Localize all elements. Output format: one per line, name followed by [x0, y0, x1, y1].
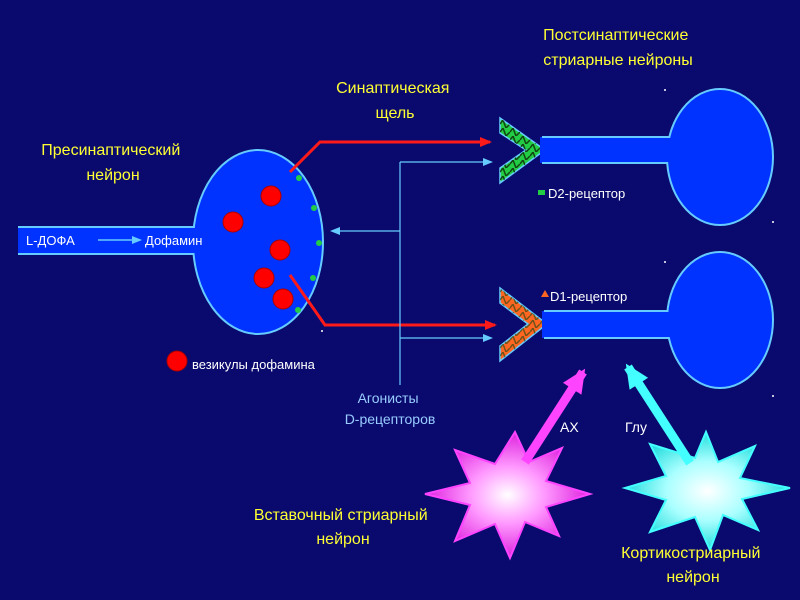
speck	[772, 221, 774, 223]
cortico-star	[621, 429, 791, 553]
cleft-title: Синаптическая щель	[336, 80, 454, 122]
presynaptic-title: Пресинаптический нейрон	[41, 142, 184, 184]
membrane-dot	[311, 205, 317, 211]
glu-label: Глу	[625, 419, 647, 435]
membrane-dot	[296, 175, 302, 181]
membrane-dot	[295, 307, 301, 313]
vesicles-label: везикулы дофамина	[192, 357, 316, 372]
interneuron-label: Вставочный стриарный нейрон	[254, 507, 432, 548]
speck	[321, 330, 323, 332]
postsynaptic-neuron-top	[499, 88, 774, 226]
postsynaptic-neuron-bottom	[499, 251, 774, 389]
glu-arrow	[624, 363, 694, 466]
vesicle	[260, 185, 282, 207]
vesicle	[269, 239, 291, 261]
d1-legend-marker	[541, 290, 549, 297]
interneuron-star	[424, 429, 594, 561]
presynaptic-neuron	[18, 149, 324, 335]
agonist-lines	[330, 158, 493, 385]
postsynaptic-soma-top	[666, 88, 774, 226]
ach-label: АХ	[560, 419, 579, 435]
membrane-dot	[310, 275, 316, 281]
vesicle-legend-marker	[166, 350, 188, 372]
vesicle	[253, 267, 275, 289]
cortico-label: Кортикостриарный нейрон	[621, 545, 765, 586]
agonists-label: Агонисты D-рецепторов	[345, 390, 436, 427]
d2-label: D2-рецептор	[548, 186, 625, 201]
dopamine-release-arrow-bottom	[288, 274, 497, 330]
dopamine-label: Дофамин	[145, 233, 202, 248]
vesicle	[272, 288, 294, 310]
d1-label: D1-рецептор	[550, 289, 627, 304]
ach-arrow	[521, 368, 587, 465]
d2-legend-marker	[538, 190, 545, 195]
speck	[772, 395, 774, 397]
postsynaptic-soma-bottom	[666, 251, 774, 389]
dopamine-release-arrow-top	[288, 137, 492, 174]
ldopa-label: L-ДОФА	[26, 233, 75, 248]
postsynaptic-title: Постсинаптические стриарные нейроны	[543, 27, 693, 69]
speck	[664, 89, 666, 91]
membrane-dot	[316, 240, 322, 246]
vesicle	[222, 211, 244, 233]
speck	[664, 261, 666, 263]
